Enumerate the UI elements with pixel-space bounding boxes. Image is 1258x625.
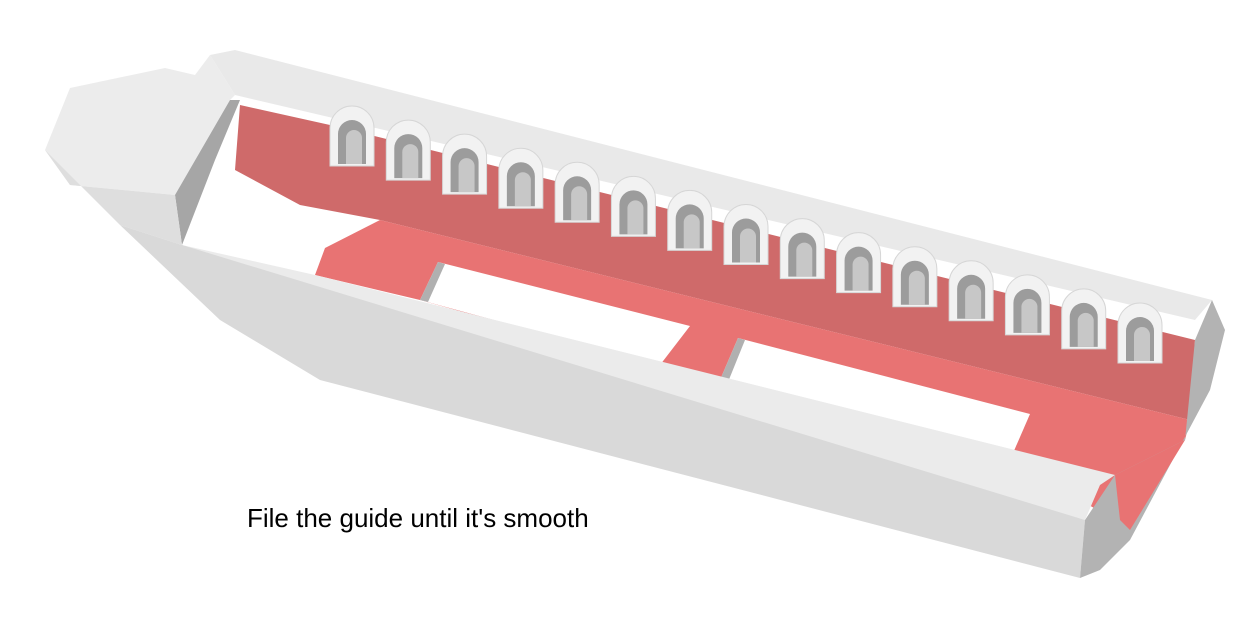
guide-tooth	[1061, 288, 1116, 350]
part-front-wall-face	[120, 225, 1085, 578]
guide-tooth	[836, 232, 891, 294]
guide-tooth	[948, 260, 1004, 322]
guide-tooth	[779, 218, 835, 280]
part-tail-red	[1115, 440, 1185, 530]
guide-tooth	[442, 133, 497, 195]
guide-tooth	[385, 119, 441, 181]
guide-window-left	[420, 262, 690, 365]
guide-window-left-edge	[420, 262, 445, 302]
guide-window-right-edge	[720, 338, 745, 382]
guide-tooth	[667, 189, 722, 251]
guide-tooth	[1004, 274, 1060, 336]
guide-teeth	[329, 105, 1172, 364]
guide-tooth	[498, 147, 553, 209]
guide-tooth	[1117, 302, 1172, 364]
part-nose-top	[45, 55, 235, 195]
part-back-wall	[210, 50, 1212, 320]
guide-tooth	[610, 175, 666, 237]
guide-tooth	[329, 105, 384, 167]
caption-text: File the guide until it's smooth	[247, 503, 589, 533]
guide-window-right	[720, 338, 1030, 460]
part-tail-cap	[1080, 300, 1225, 578]
part-nose-front	[175, 100, 240, 245]
guide-tooth	[723, 204, 778, 265]
part-nose-underside	[45, 150, 182, 245]
guide-tooth	[892, 246, 947, 308]
guide-tooth	[554, 161, 610, 223]
